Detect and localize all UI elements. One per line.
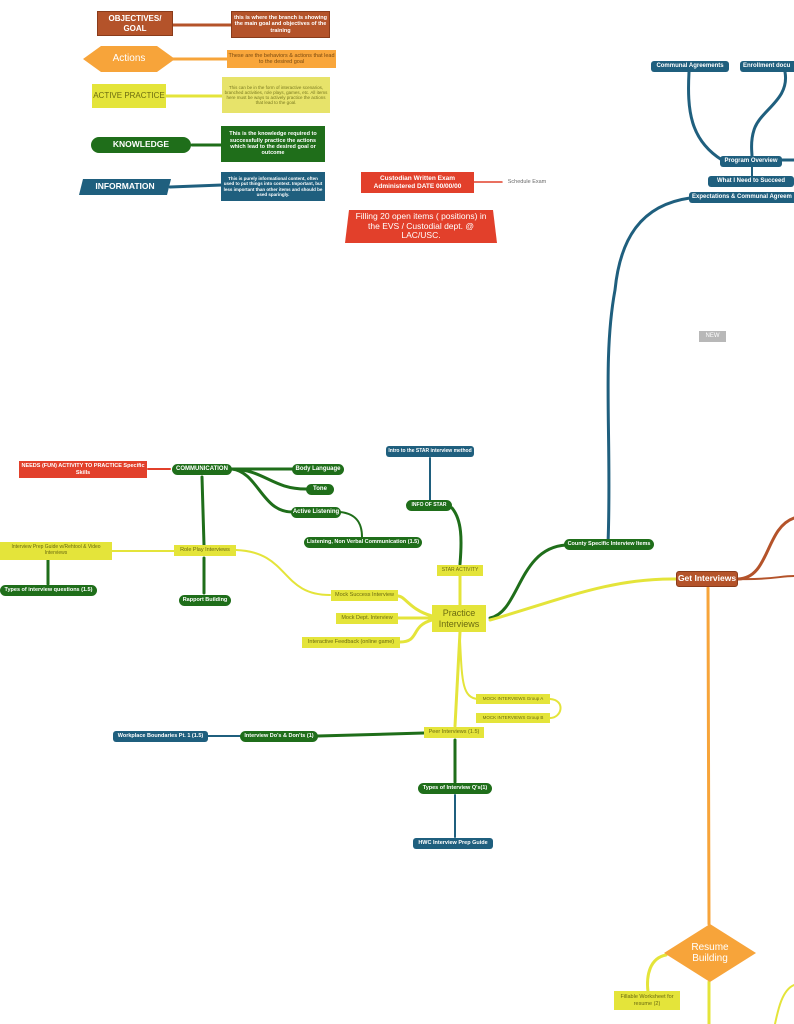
link-practice-peer: [453, 630, 462, 728]
link-comm-listening: [230, 467, 294, 514]
legend-knowledge-node[interactable]: KNOWLEDGE: [91, 137, 191, 153]
county-specific-node[interactable]: County Specific Interview Items: [564, 539, 654, 550]
legend-information-label: INFORMATION: [95, 181, 155, 192]
active-listening-node[interactable]: Active Listening: [291, 507, 341, 518]
link-resume-fillable: [646, 953, 668, 994]
resume-building-diamond[interactable]: [664, 924, 756, 982]
interactive-feedback-node[interactable]: Interactive Feedback (online game): [302, 637, 400, 648]
resume-building-label: Resume Building: [691, 941, 729, 965]
hwc-prep-node[interactable]: HWC Interview Prep Guide: [413, 838, 493, 849]
link-communal: [687, 70, 724, 162]
link-mockA-mockB: [549, 698, 562, 719]
info-star-node[interactable]: INFO OF STAR: [406, 500, 452, 511]
legend-information-shape[interactable]: [79, 179, 171, 195]
legend-actions-desc: These are the behaviors & actions that l…: [227, 50, 336, 68]
question-types-node[interactable]: Types of interview questions (1.5): [0, 585, 97, 596]
link-get-right: [736, 516, 794, 581]
link-listening-nonverbal: [339, 511, 363, 538]
rapport-node[interactable]: Rapport Building: [179, 595, 231, 606]
link-practice-get: [488, 577, 678, 622]
non-verbal-node[interactable]: Listening, Non Verbal Communication (1.5…: [304, 537, 422, 548]
mock-group-a-node[interactable]: MOCK INTERVIEWS Group A: [476, 694, 550, 704]
dos-donts-node[interactable]: Interview Do's & Don'ts (1): [240, 731, 318, 742]
link-peer-dos: [316, 731, 426, 738]
legend-information-desc: This is purely informational content, of…: [221, 172, 325, 201]
link-practice-mocksuccess: [396, 594, 434, 618]
link-resume-right: [774, 984, 794, 1024]
practice-interviews-node[interactable]: Practice Interviews: [432, 605, 486, 632]
legend-actions-label: Actions: [112, 53, 146, 65]
legend-objectives-node[interactable]: OBJECTIVES/ GOAL: [97, 11, 173, 36]
legend-actions-diamond[interactable]: [83, 46, 175, 72]
program-overview-node[interactable]: Program Overview: [720, 156, 782, 167]
expectations-node[interactable]: Expectations & Communal Agreem: [689, 192, 794, 203]
get-interviews-node[interactable]: Get Interviews: [676, 571, 738, 587]
link-practice-county: [488, 543, 568, 620]
legend-active-node[interactable]: ACTIVE PRACTICE: [92, 84, 166, 108]
link-county-expectations: [606, 196, 692, 546]
exam-schedule-label: Schedule Exam: [507, 178, 547, 185]
link-practice-mockA: [459, 639, 479, 700]
link-practice-feedback: [398, 618, 434, 644]
legend-knowledge-desc: This is the knowledge required to succes…: [221, 126, 325, 162]
communication-node[interactable]: COMMUNICATION: [172, 464, 232, 475]
link-enrollment: [750, 70, 787, 158]
needs-activity-node[interactable]: NEEDS (FUN) ACTIVITY TO PRACTICE Specifi…: [19, 461, 147, 478]
communal-agreements-node[interactable]: Communal Agreements: [651, 61, 729, 72]
link-get-resume: [706, 586, 711, 926]
types-interview-node[interactable]: Types of Interview Q's(1): [418, 783, 492, 794]
intro-star-node[interactable]: Intro to the STAR interview method: [386, 446, 474, 457]
link-star-info: [450, 506, 463, 566]
need-to-succeed-node[interactable]: What I Need to Succeed: [708, 176, 794, 187]
body-language-node[interactable]: Body Language: [292, 464, 344, 475]
tone-node[interactable]: Tone: [306, 484, 334, 495]
new-tag: NEW: [699, 331, 726, 342]
exam-banner-text: Filling 20 open items ( positions) in th…: [355, 210, 487, 241]
peer-interviews-node[interactable]: Peer Interviews (1.5): [424, 727, 484, 738]
boundaries-node[interactable]: Workplace Boundaries Pt. 1 (1.5): [113, 731, 208, 742]
prep-guide-node[interactable]: Interview Prep Guide w/Rehtool & Video I…: [0, 542, 112, 560]
legend-link-information: [168, 183, 224, 189]
mock-dept-node[interactable]: Mock Dept. Interview: [336, 613, 398, 624]
link-get-right2: [737, 575, 794, 581]
legend-objectives-desc: this is where the branch is showing the …: [231, 11, 330, 38]
link-comm-roleplay: [200, 475, 206, 547]
star-activity-node[interactable]: STAR ACTIVITY: [437, 565, 483, 576]
legend-active-desc: This can be in the form of interactive s…: [222, 77, 330, 113]
link-roleplay-mocksuccess: [235, 549, 331, 596]
mock-success-node[interactable]: Mock Success Interview: [331, 590, 398, 601]
exam-node[interactable]: Custodian Written Exam Administered DATE…: [361, 172, 474, 193]
fillable-worksheet-node[interactable]: Fillable Worksheet for resume (2): [614, 991, 680, 1010]
link-comm-tone: [230, 467, 308, 491]
mock-group-b-node[interactable]: MOCK INTERVIEWS Group B: [476, 713, 550, 723]
exam-banner-shape[interactable]: [345, 210, 497, 243]
role-play-node[interactable]: Role Play Interviews: [174, 545, 236, 556]
enrollment-node[interactable]: Enrollment docu: [740, 61, 794, 72]
